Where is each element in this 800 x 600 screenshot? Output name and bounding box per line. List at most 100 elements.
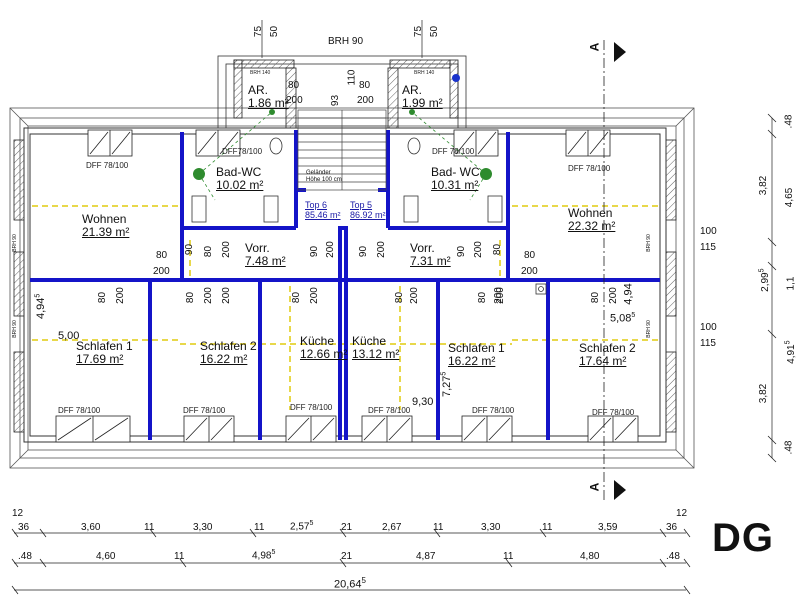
- unit-name: Top 6: [305, 200, 328, 210]
- door-dim: 75: [413, 25, 425, 38]
- dimension-lines: [14, 20, 773, 591]
- door-dim: 200: [286, 95, 303, 106]
- bottom-dim-value: 4,98: [252, 550, 272, 562]
- bottom-dim: 12: [12, 508, 24, 519]
- room-name: Vorr.: [245, 241, 270, 255]
- bottom-dim: 21: [341, 522, 353, 533]
- door-dim: 200: [220, 287, 232, 304]
- room-name: Schlafen 2: [579, 341, 636, 355]
- room-area: 16.22 m²: [448, 354, 496, 368]
- inner-dim-superscript: 5: [440, 371, 448, 376]
- bottom-dim: 3,60: [81, 522, 101, 533]
- room-name: Vorr.: [410, 241, 435, 255]
- bottom-dim: 4,985: [252, 549, 275, 561]
- bottom-dim: 2,575: [290, 520, 313, 532]
- right-dim: 3,82: [758, 175, 770, 196]
- bottom-dim: 11: [174, 551, 185, 562]
- section-marker-bottom: A: [587, 482, 602, 492]
- room-ar-right: AR.1.99 m²: [402, 84, 443, 110]
- door-dim: 200: [114, 287, 126, 304]
- bottom-dim: 11: [144, 522, 155, 533]
- right-dim: 2,995: [759, 268, 771, 291]
- door-dim: 80: [288, 80, 300, 91]
- inner-dim-superscript: 5: [34, 293, 42, 298]
- bottom-dim: .48: [666, 551, 680, 562]
- bottom-dim: 11: [254, 522, 265, 533]
- right-dim-value: 2,99: [759, 272, 771, 292]
- right-dim: .48: [783, 114, 795, 129]
- door-dim: 200: [202, 287, 214, 304]
- bottom-dim: 11: [433, 522, 444, 533]
- brh-small-label: BRH 90: [645, 234, 652, 252]
- window-label: DFF 78/100: [290, 403, 333, 412]
- right-dim: 3,82: [758, 383, 770, 404]
- inner-dim: 4,94: [622, 283, 635, 305]
- floor-label: DG: [712, 516, 774, 560]
- room-area: 16.22 m²: [200, 352, 248, 366]
- dimension-ticks: [11, 113, 777, 595]
- door-dim: 80: [524, 250, 536, 261]
- total-dim-value: 20,64: [334, 578, 362, 591]
- unit-name: Top 5: [350, 200, 373, 210]
- door-dim: 80: [394, 291, 406, 304]
- brh-small-label: BRH 90: [645, 320, 652, 338]
- window-label: DFF 78/100: [472, 406, 515, 415]
- bottom-dim: 4,60: [96, 551, 116, 562]
- ceiling-lines: [32, 205, 660, 410]
- dff-windows: [55, 129, 639, 443]
- opening-dim: 115: [700, 242, 716, 253]
- room-name: Schlafen 1: [76, 339, 133, 353]
- door-dim: 200: [494, 287, 506, 304]
- room-area: 7.31 m²: [410, 254, 451, 268]
- opening-dim: 100: [700, 322, 717, 333]
- right-dim-value: 4,91: [785, 344, 797, 364]
- room-name: AR.: [248, 83, 269, 97]
- room-ar-left: AR.1.86 m²: [248, 84, 289, 110]
- door-dim: 80: [203, 245, 215, 258]
- room-name: Schlafen 1: [448, 341, 505, 355]
- staircase: [297, 109, 387, 191]
- bottom-dim: 2,67: [382, 522, 402, 533]
- door-dim: 90: [309, 245, 321, 258]
- room-vorr-left: Vorr.7.48 m²: [245, 242, 286, 268]
- brh-small-label: BRH 90: [11, 320, 18, 338]
- door-dim: 80: [156, 250, 168, 261]
- door-dim: 200: [153, 266, 170, 277]
- brh-top-label: BRH 90: [328, 36, 364, 47]
- window-label: DFF 78/100: [368, 406, 411, 415]
- door-dim: 80: [291, 291, 303, 304]
- opening-dim: 100: [700, 226, 717, 237]
- brh-small-label: BRH 140: [250, 70, 271, 76]
- room-area: 10.31 m²: [431, 178, 479, 192]
- window-label: DFF 78/100: [568, 164, 611, 173]
- door-dim: 80: [185, 291, 197, 304]
- room-name: Bad- WC: [431, 165, 480, 179]
- inner-dim: 4,945: [34, 294, 47, 319]
- door-dim: 90: [456, 245, 468, 258]
- door-dim: 80: [97, 291, 109, 304]
- door-dim: 200: [521, 266, 538, 277]
- inner-dim: 5,00: [58, 330, 80, 342]
- opening-dim: 115: [700, 338, 716, 349]
- room-area: 1.86 m²: [248, 96, 289, 110]
- window-label: DFF 78/100: [592, 408, 635, 417]
- inner-dim-value: 7,27: [440, 375, 453, 397]
- room-area: 7.48 m²: [245, 254, 286, 268]
- room-area: 21.39 m²: [82, 225, 130, 239]
- room-area: 10.02 m²: [216, 178, 264, 192]
- room-name: AR.: [402, 83, 423, 97]
- room-area: 1.99 m²: [402, 96, 443, 110]
- window-label: DFF78/100: [222, 147, 263, 156]
- railing-label-line: Geländer: [306, 170, 331, 176]
- total-dim-superscript: 5: [361, 576, 366, 585]
- unit-area: 86.92 m²: [350, 210, 386, 220]
- inner-dim: 9,30: [412, 396, 434, 408]
- door-dim: 90: [358, 245, 370, 258]
- right-dim-superscript: 5: [784, 340, 792, 345]
